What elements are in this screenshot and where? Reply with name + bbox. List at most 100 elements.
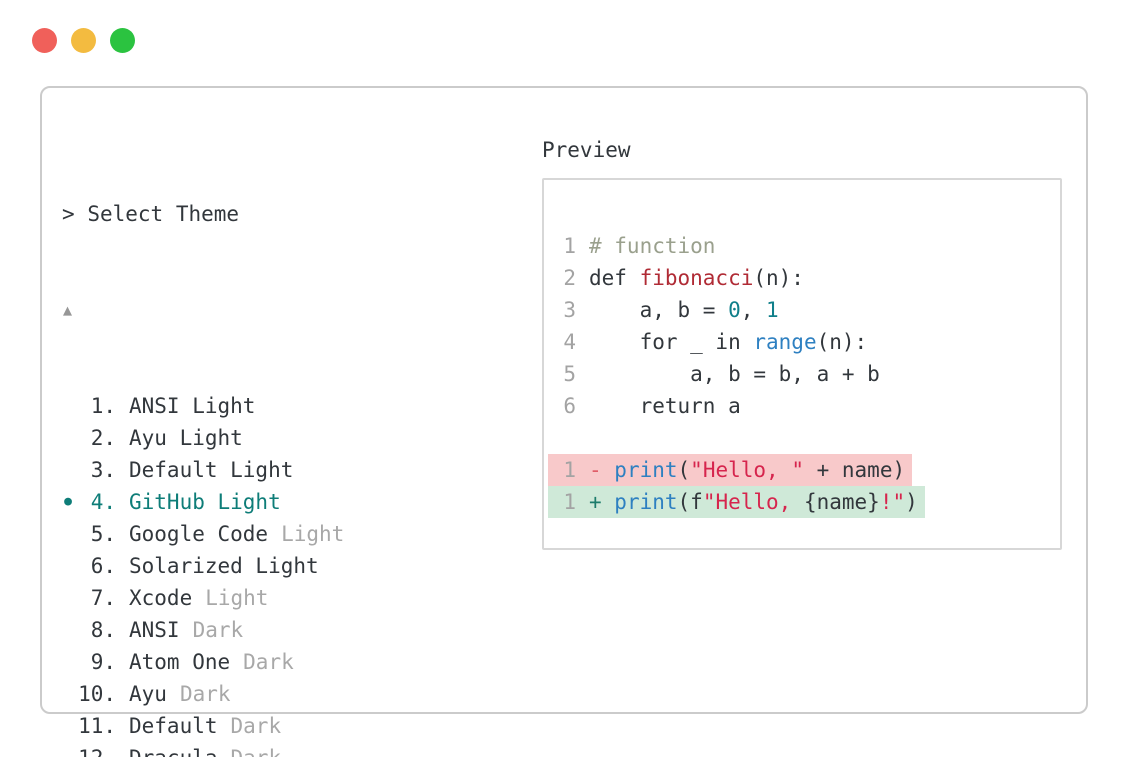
theme-item-variant-muted: Dark (230, 714, 282, 738)
line-number: 1 (563, 490, 576, 514)
window-controls (32, 28, 135, 53)
code-line: 2 def fibonacci(n): (562, 262, 1060, 294)
theme-item-variant-muted: Dark (243, 650, 294, 674)
code-text: def fibonacci(n): (589, 262, 804, 294)
code-text: - print("Hello, " + name) (589, 454, 905, 486)
line-number: 3 (563, 298, 576, 322)
code-segment-string: "Hello, " (690, 458, 804, 482)
code-segment-text: (n): (753, 266, 804, 290)
theme-item-variant-muted: Dark (179, 682, 231, 706)
code-segment-text: def (589, 266, 640, 290)
code-segment-diff-minus: - (589, 458, 615, 482)
close-button-icon[interactable] (32, 28, 57, 53)
selected-bullet-icon (58, 678, 78, 710)
theme-list-item[interactable]: ●4.GitHub Light (58, 486, 804, 518)
code-line: 1 # function (562, 230, 1060, 262)
code-text: a, b = 0, 1 (589, 294, 779, 326)
theme-item-label: Dracula (129, 742, 218, 757)
diff-added-line: 1+ print(f"Hello, {name}!") (548, 486, 925, 518)
code-segment-string: !" (879, 490, 906, 514)
selected-bullet-icon (58, 582, 78, 614)
theme-item-label: Xcode (129, 586, 193, 610)
line-number: 6 (563, 394, 576, 418)
theme-item-number: 1. (90, 394, 116, 418)
selected-bullet-icon (58, 614, 78, 646)
line-number: 5 (563, 362, 576, 386)
code-line: 5 a, b = b, a + b (562, 358, 1060, 390)
selected-bullet-icon (58, 390, 78, 422)
code-segment-text: for _ in (589, 330, 754, 354)
code-segment-text: ) (905, 490, 918, 514)
theme-item-number: 2. (90, 426, 116, 450)
theme-list-item[interactable]: 7. Xcode Light (58, 582, 804, 614)
theme-item-label: Default (129, 714, 218, 738)
code-segment-text: {name} (803, 490, 880, 514)
theme-item-label: Ayu (129, 682, 167, 706)
code-segment-text: a, b = b, a + b (589, 362, 880, 386)
code-segment-number: 1 (766, 298, 779, 322)
scroll-up-icon[interactable]: ▲ (63, 301, 73, 319)
theme-item-label: ANSI (129, 618, 180, 642)
prompt-line: > Select Theme (58, 198, 804, 230)
theme-item-label: Default Light (129, 458, 294, 482)
code-segment-text: ( (677, 458, 691, 482)
theme-list-item[interactable]: 6.Solarized Light (58, 550, 804, 582)
theme-item-label: ANSI Light (129, 394, 256, 418)
theme-list: 1. ANSI Light 2. Ayu Light 3. Default Light ● 4… (58, 390, 804, 757)
theme-item-number: 5. (90, 522, 116, 546)
code-segment-comment: # function (589, 234, 716, 258)
line-number: 2 (563, 266, 576, 290)
code-segment-text: (f (677, 490, 703, 514)
theme-list-item[interactable]: 1. ANSI Light (58, 390, 804, 422)
theme-list-item[interactable]: 3. Default Light (58, 454, 804, 486)
theme-list-item[interactable]: 12. Dracula Dark (58, 742, 804, 757)
code-segment-builtin: print (614, 458, 678, 482)
theme-list-item[interactable]: 8. ANSI Dark (58, 614, 804, 646)
code-segment-text: + name) (803, 458, 906, 482)
theme-item-number: 10. (78, 682, 116, 706)
theme-item-label: Atom One (129, 650, 231, 674)
selected-bullet-icon (58, 550, 78, 582)
minimize-button-icon[interactable] (71, 28, 96, 53)
theme-item-variant-muted: Light (205, 586, 269, 610)
theme-item-number: 8. (90, 618, 116, 642)
code-text: a, b = b, a + b (589, 358, 880, 390)
line-number: 1 (563, 234, 576, 258)
theme-item-variant-muted: Dark (192, 618, 244, 642)
theme-picker-dialog: > Select Theme ▲ 1. ANSI Light 2. Ayu Light… (40, 86, 1088, 757)
code-line: 3 a, b = 0, 1 (562, 294, 1060, 326)
line-number: 1 (563, 458, 576, 482)
selected-bullet-icon (58, 646, 78, 678)
theme-item-label: Ayu Light (129, 426, 243, 450)
theme-item-number: 3. (90, 458, 116, 482)
theme-item-label: Google Code (129, 522, 269, 546)
code-segment-number: 0 (728, 298, 741, 322)
selected-bullet-icon (58, 422, 78, 454)
code-segment-text: a, b = (589, 298, 729, 322)
theme-list-pane: > Select Theme ▲ 1. ANSI Light 2. Ayu Light… (58, 134, 804, 757)
theme-item-number: 4. (90, 490, 116, 514)
maximize-button-icon[interactable] (110, 28, 135, 53)
code-segment-diff-plus: + (589, 490, 615, 514)
code-text: return a (589, 390, 741, 422)
selected-bullet-icon (58, 454, 78, 486)
code-text: # function (589, 230, 715, 262)
theme-item-number: 7. (90, 586, 116, 610)
selected-bullet-icon (58, 518, 78, 550)
code-segment-builtin: print (614, 490, 678, 514)
code-segment-function: fibonacci (639, 266, 754, 290)
theme-list-item[interactable]: 10. Ayu Dark (58, 678, 804, 710)
theme-item-number: 12. (78, 742, 116, 757)
code-line: 6 return a (562, 390, 1060, 422)
code-text: for _ in range(n): (589, 326, 868, 358)
theme-list-item[interactable]: 2. Ayu Light (58, 422, 804, 454)
selected-bullet-icon: ● (64, 494, 72, 509)
prompt-caret: > (62, 202, 75, 226)
theme-item-variant-muted: Dark (231, 742, 282, 757)
